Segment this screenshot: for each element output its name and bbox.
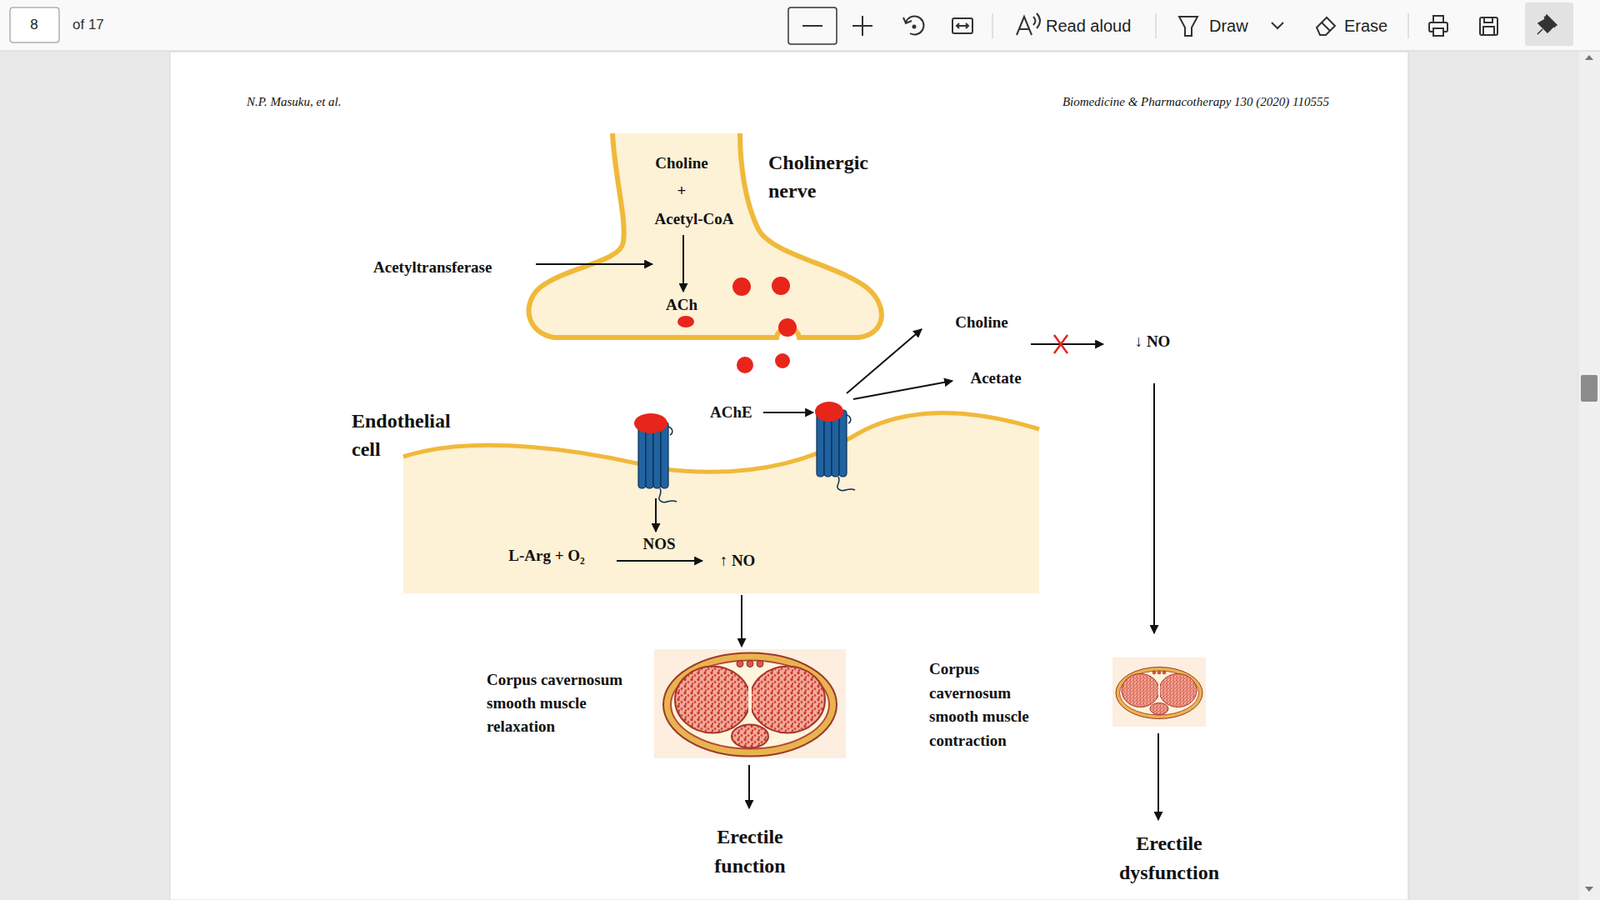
rotate-icon xyxy=(903,15,924,35)
print-icon xyxy=(1429,15,1448,36)
outcome-arrow xyxy=(748,765,750,809)
leader-arrow xyxy=(763,411,814,414)
enzyme-label: AChE xyxy=(710,403,753,423)
pin-icon xyxy=(1537,15,1557,35)
receptor xyxy=(815,401,855,491)
blocked-arrow xyxy=(1030,343,1104,345)
separator xyxy=(992,13,994,39)
pathway-arrow xyxy=(1153,383,1155,634)
separator xyxy=(1408,13,1410,39)
enzyme-label: NOS xyxy=(642,535,675,555)
signal-arrow xyxy=(655,498,657,532)
molecule-label: Acetyl-CoA xyxy=(655,210,735,230)
erase-icon xyxy=(1316,17,1335,35)
read-aloud-icon xyxy=(1016,13,1040,35)
receptor xyxy=(634,413,677,503)
cell-title: Cholinergic nerve xyxy=(768,149,885,205)
zoom-in-icon xyxy=(852,15,873,36)
product-label: ↑ NO xyxy=(720,551,756,571)
nerve-terminal: Cholinergic nerve Choline + Acetyl-CoA ACh xyxy=(525,133,884,349)
molecule-label: ACh xyxy=(665,295,698,315)
chevron-icon xyxy=(1271,22,1284,29)
substrate-label: L-Arg + O₂ xyxy=(508,546,585,566)
toolbar-button: Read aloud xyxy=(1045,15,1131,36)
toolbar-button: Erase xyxy=(1344,15,1388,36)
penis-cross-section: Corpus cavernosum smooth muscle contract… xyxy=(1112,657,1206,727)
plus-sign: + xyxy=(677,181,687,201)
acetylcholine-vesicles xyxy=(677,276,797,374)
product-label: Acetate xyxy=(970,369,1021,389)
pathway-arrow xyxy=(740,595,743,647)
penis-cross-section: Corpus cavernosum smooth muscle relaxati… xyxy=(654,649,846,759)
separator xyxy=(1155,13,1157,39)
image-ground xyxy=(654,649,846,759)
block-cross xyxy=(1054,335,1068,354)
hydrolysis-arrow xyxy=(846,329,922,394)
pdf-page xyxy=(170,51,1409,900)
molecule-label: Choline xyxy=(655,154,708,174)
pin-button xyxy=(1525,2,1574,46)
cytoplasm xyxy=(403,413,1040,594)
cell-title: Endothelial cell xyxy=(351,407,465,464)
scrollbar xyxy=(1579,51,1600,900)
running-header: Biomedicine & Pharmacotherapy 130 (2020)… xyxy=(1062,94,1330,110)
toolbar xyxy=(0,0,1600,51)
state-label: Corpus cavernosum smooth muscle relaxati… xyxy=(486,668,635,739)
synthesis-arrow xyxy=(682,235,685,292)
outcome-arrow xyxy=(1157,733,1160,820)
enzyme-label: Acetyltransferase xyxy=(373,258,492,278)
hydrolysis-arrow xyxy=(853,380,953,400)
state-label: Corpus cavernosum smooth muscle contract… xyxy=(929,657,1042,753)
arrows xyxy=(535,235,1159,820)
toolbar-button: Draw xyxy=(1209,15,1249,36)
running-header: N.P. Masuku, et al. xyxy=(246,94,341,110)
penis-cross-section-outline xyxy=(1112,657,1206,727)
draw-icon xyxy=(1179,16,1198,36)
cross-section xyxy=(663,653,837,757)
penis-cross-section-outline xyxy=(654,649,846,759)
endothelial-cell: Endothelial cellL-Arg + O₂NOS↑ NO xyxy=(403,406,1040,594)
receptors xyxy=(634,401,855,503)
image-ground xyxy=(1112,657,1206,727)
page-count: of 17 xyxy=(72,16,105,34)
page-input xyxy=(10,7,60,43)
enzyme-arrow xyxy=(535,263,653,265)
zoom-out-button xyxy=(788,7,837,45)
product-label: Choline xyxy=(955,313,1008,333)
save-icon xyxy=(1480,17,1498,35)
cross-section xyxy=(1115,667,1203,720)
cell-membrane xyxy=(403,413,1040,473)
outcome-label: Erectile function xyxy=(703,822,797,881)
page-number: 8 xyxy=(30,16,38,34)
reaction-arrow xyxy=(616,560,703,562)
product-label: ↓ NO xyxy=(1135,332,1171,352)
fit-page-icon xyxy=(952,18,973,34)
outcome-label: Erectile dysfunction xyxy=(1114,829,1225,888)
